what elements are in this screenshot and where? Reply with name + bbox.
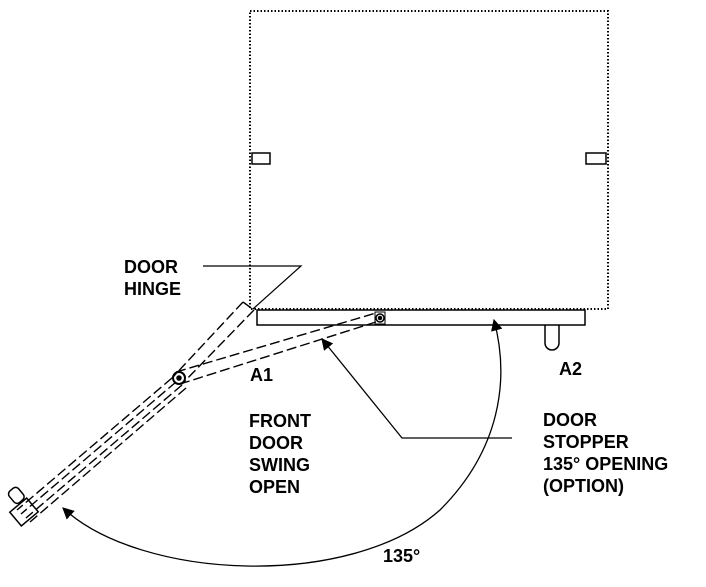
door-stopper-label: DOOR STOPPER 135° OPENING (OPTION): [543, 410, 669, 496]
swing-arc: [62, 318, 503, 567]
open-door-end: [8, 496, 40, 528]
handle-a2: [544, 325, 560, 351]
front-door-swing-label: FRONT DOOR SWING OPEN: [249, 411, 311, 497]
front-door-closed: [256, 309, 586, 326]
open-door-handle: [7, 486, 25, 505]
left-slot: [251, 152, 271, 165]
door-hinge-label: DOOR HINGE: [124, 257, 182, 299]
right-slot: [585, 152, 607, 165]
hinge-leader-line: [203, 265, 303, 310]
angle-label: 135°: [383, 546, 421, 566]
a1-label: A1: [250, 365, 274, 385]
stopper-leader-line: [321, 338, 512, 439]
door-swing-lines: [16, 301, 377, 523]
a2-label: A2: [559, 359, 583, 379]
cabinet-body: [249, 10, 609, 310]
